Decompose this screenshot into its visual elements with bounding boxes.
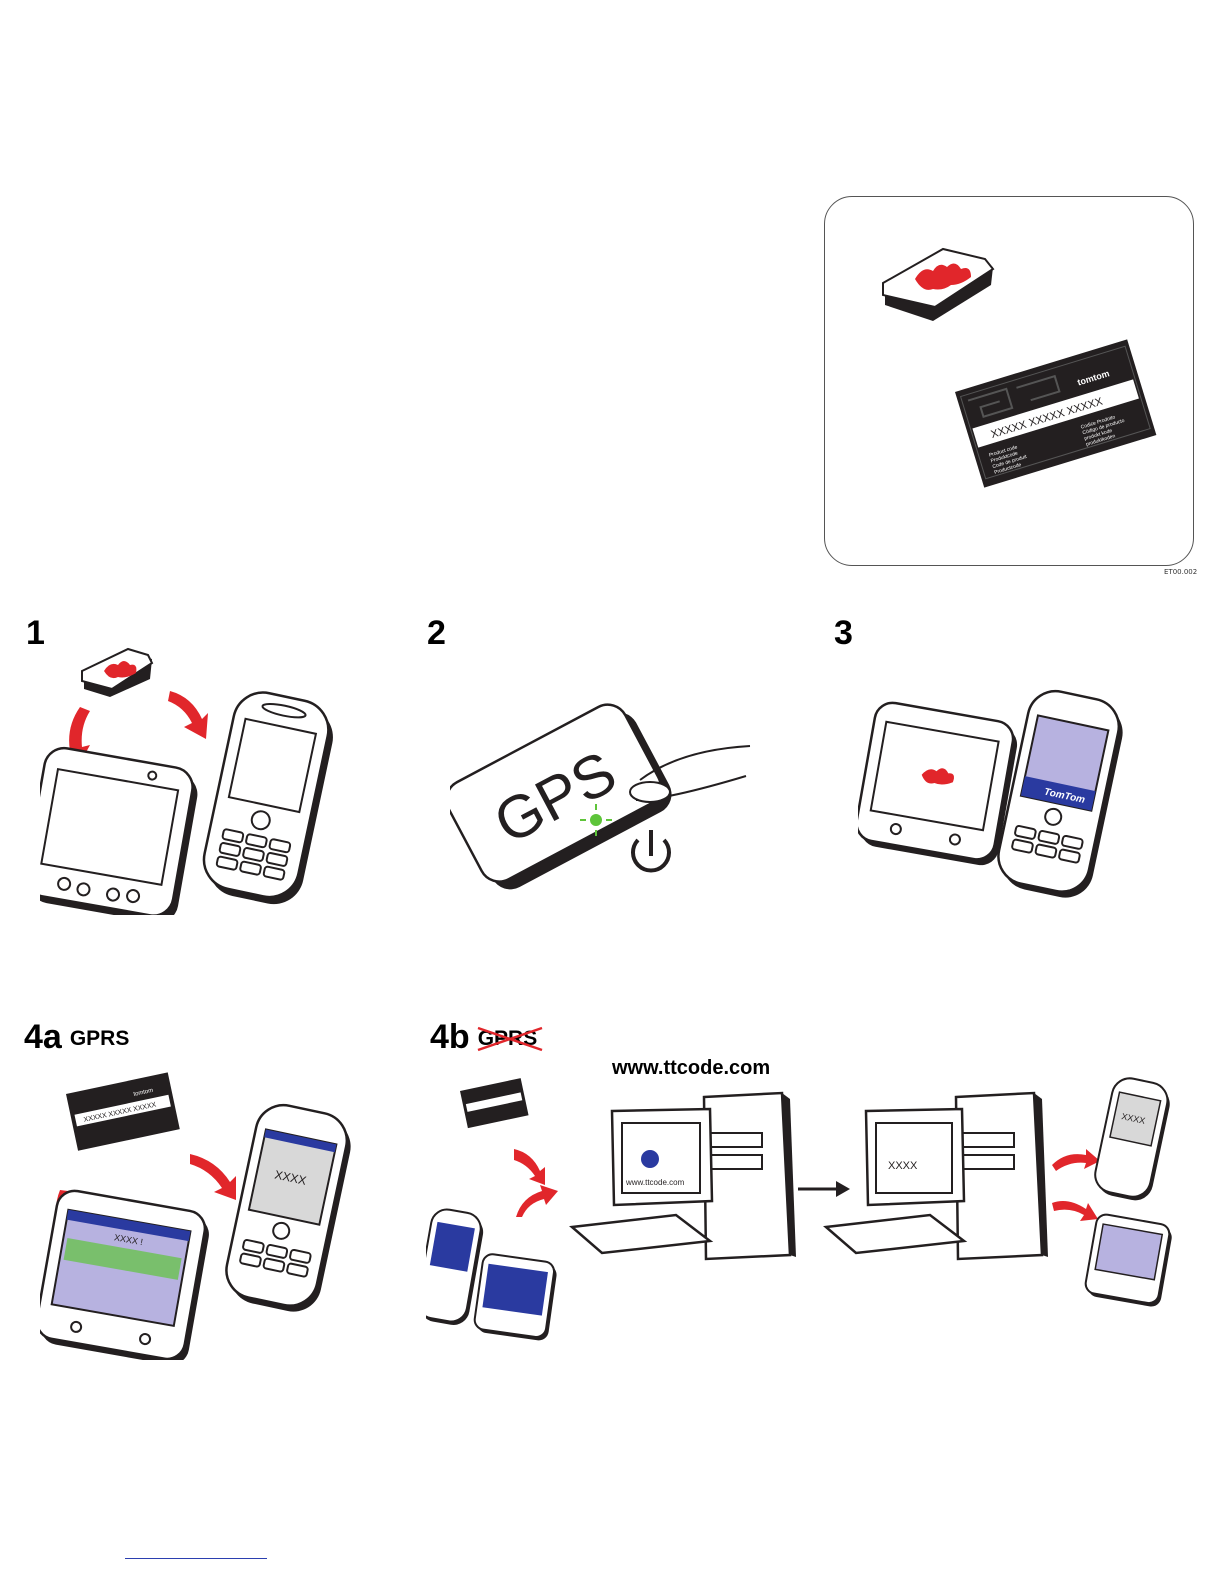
- memory-card-icon: [883, 249, 993, 321]
- computer-with-browser: www.ttcode.com: [572, 1093, 796, 1259]
- step-2-illustration: GPS: [450, 690, 770, 890]
- arrow-down-right-icon: [190, 1154, 236, 1200]
- step-2-label: 2: [427, 616, 446, 650]
- step-4a-gprs: GPRS: [70, 1027, 130, 1050]
- gprs-cross-mark: [476, 1024, 546, 1052]
- pda-device: [858, 700, 1021, 868]
- browser-globe-icon: [641, 1150, 659, 1168]
- step-4b-illustration: www.ttcode.com XXXX XXXX: [426, 1075, 1206, 1345]
- phone-device: [197, 687, 340, 910]
- arrow-to-pda-icon: [1052, 1201, 1098, 1221]
- product-code-card: XXXXX XXXXX XXXXX tomtom: [66, 1072, 180, 1150]
- phone-device: TomTom: [992, 686, 1129, 900]
- computer-with-code: XXXX: [826, 1093, 1048, 1259]
- step-3-illustration: TomTom: [858, 680, 1158, 900]
- arrow-to-phone-icon: [1052, 1149, 1100, 1171]
- result-pda-device: [1084, 1213, 1174, 1308]
- step-3-label: 3: [834, 616, 853, 650]
- browser-url-text: www.ttcode.com: [625, 1178, 685, 1187]
- step-1-illustration: [40, 645, 360, 915]
- memory-card-icon: [82, 649, 152, 697]
- contents-box: XXXXX XXXXX XXXXX tomtom Product code Pr…: [824, 196, 1194, 566]
- pda-device: [40, 745, 202, 915]
- arrow-right-icon: [514, 1149, 545, 1185]
- arrow-down-right-icon: [168, 691, 208, 739]
- product-code-card: [460, 1078, 529, 1128]
- reference-code: ET00.002: [1164, 568, 1197, 576]
- pda-device: XXXX !: [40, 1188, 213, 1360]
- small-pda-device: [473, 1253, 558, 1342]
- phone-device: XXXX: [220, 1100, 357, 1317]
- footer-link-underline: [125, 1558, 267, 1559]
- step-4a-illustration: XXXXX XXXXX XXXXX tomtom XXXX ! XXXX: [40, 1070, 370, 1360]
- product-code-card: XXXXX XXXXX XXXXX tomtom Product code Pr…: [955, 339, 1156, 487]
- computer-code-text: XXXX: [888, 1160, 918, 1172]
- arrow-up-right-icon: [516, 1185, 558, 1217]
- contents-illustration: XXXXX XXXXX XXXXX tomtom Product code Pr…: [825, 197, 1193, 565]
- result-phone-device: XXXX: [1091, 1075, 1173, 1204]
- power-icon: [633, 830, 669, 870]
